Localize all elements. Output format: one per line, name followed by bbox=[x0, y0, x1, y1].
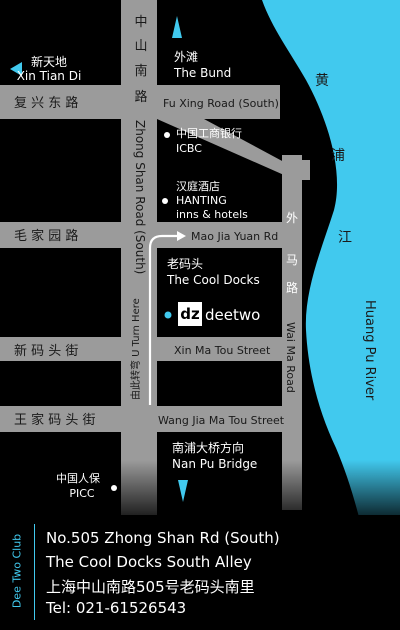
address-line-3: 上海中山南路505号老码头南里 bbox=[46, 578, 255, 596]
river-en: Huang Pu River bbox=[362, 300, 377, 401]
logo-text: deetwo bbox=[205, 306, 260, 324]
fuxing-en: Fu Xing Road (South) bbox=[163, 97, 279, 110]
svg-text:浦: 浦 bbox=[331, 148, 345, 164]
club-name: Dee Two Club bbox=[10, 533, 24, 609]
xintiandi-en: Xin Tian Di bbox=[17, 69, 82, 83]
info-divider bbox=[34, 524, 35, 620]
nanpu-arrow-down-icon bbox=[178, 480, 188, 502]
hanting-cn: 汉庭酒店 bbox=[176, 179, 220, 193]
waima-en: Wai Ma Road bbox=[284, 322, 297, 393]
picc-en: PICC bbox=[69, 487, 95, 500]
cool-docks-dot bbox=[164, 311, 172, 319]
address-line-2: The Cool Docks South Alley bbox=[46, 553, 252, 571]
bund-cn: 外滩 bbox=[174, 50, 198, 64]
hanting-en2: inns & hotels bbox=[176, 208, 248, 221]
u-turn-label: 由此转弯 U Turn Here bbox=[129, 298, 142, 400]
road-diagonal bbox=[157, 119, 284, 175]
xinma-en: Xin Ma Tou Street bbox=[174, 344, 271, 357]
svg-text:黄: 黄 bbox=[315, 72, 329, 89]
svg-text:外: 外 bbox=[286, 211, 298, 225]
xintiandi-arrow-icon bbox=[10, 62, 22, 76]
svg-text:路: 路 bbox=[286, 280, 298, 295]
address-line-1: No.505 Zhong Shan Rd (South) bbox=[46, 529, 280, 547]
svg-text:dz: dz bbox=[180, 305, 200, 323]
xinma-cn: 新 码 头 街 bbox=[14, 343, 78, 359]
river-cn-vertical: 黄 浦 江 bbox=[315, 72, 352, 246]
icbc-dot bbox=[164, 132, 170, 138]
hanting-dot bbox=[162, 198, 168, 204]
zhong-shan-cn-vertical: 中 山 南 路 bbox=[134, 15, 147, 105]
phone-line: Tel: 021-61526543 bbox=[46, 599, 187, 617]
icbc-cn: 中国工商银行 bbox=[176, 126, 242, 140]
wangjia-cn: 王 家 码 头 街 bbox=[14, 412, 96, 428]
svg-text:江: 江 bbox=[338, 230, 352, 246]
bund-arrow-up-icon bbox=[172, 16, 182, 38]
nanpu-en: Nan Pu Bridge bbox=[172, 457, 257, 471]
maojia-en: Mao Jia Yuan Rd bbox=[191, 230, 278, 243]
deetwo-logo: dz deetwo bbox=[178, 302, 260, 326]
fu-xing-road bbox=[0, 85, 280, 119]
bottom-panel bbox=[0, 515, 400, 630]
picc-dot bbox=[111, 485, 117, 491]
picc-cn: 中国人保 bbox=[56, 471, 100, 485]
maojia-cn: 毛 家 园 路 bbox=[14, 228, 78, 244]
wangjia-en: Wang Jia Ma Tou Street bbox=[158, 414, 285, 427]
svg-text:路: 路 bbox=[134, 89, 147, 105]
cooldocks-cn: 老码头 bbox=[167, 257, 203, 271]
road-side-segment bbox=[302, 160, 310, 180]
wang-jia-ma-tou-street bbox=[0, 406, 302, 432]
hanting-en1: HANTING bbox=[176, 194, 227, 207]
fuxing-cn: 复 兴 东 路 bbox=[14, 95, 78, 111]
svg-text:南: 南 bbox=[134, 63, 147, 79]
club-name-tag: Dee Two Club bbox=[6, 521, 28, 621]
u-turn-arrowhead bbox=[177, 231, 186, 241]
bund-en: The Bund bbox=[173, 66, 231, 80]
svg-text:马: 马 bbox=[286, 253, 298, 267]
nanpu-cn: 南浦大桥方向 bbox=[172, 440, 244, 455]
svg-text:中: 中 bbox=[134, 15, 147, 30]
zhong-shan-en-label: Zhong Shan Road (South) bbox=[133, 120, 147, 274]
u-turn-route bbox=[148, 234, 178, 405]
xintiandi-cn: 新天地 bbox=[31, 54, 67, 69]
cooldocks-en: The Cool Docks bbox=[166, 273, 260, 287]
icbc-en: ICBC bbox=[176, 142, 202, 155]
svg-text:山: 山 bbox=[134, 39, 147, 54]
waima-cn-vertical: 外 马 路 bbox=[286, 211, 298, 295]
